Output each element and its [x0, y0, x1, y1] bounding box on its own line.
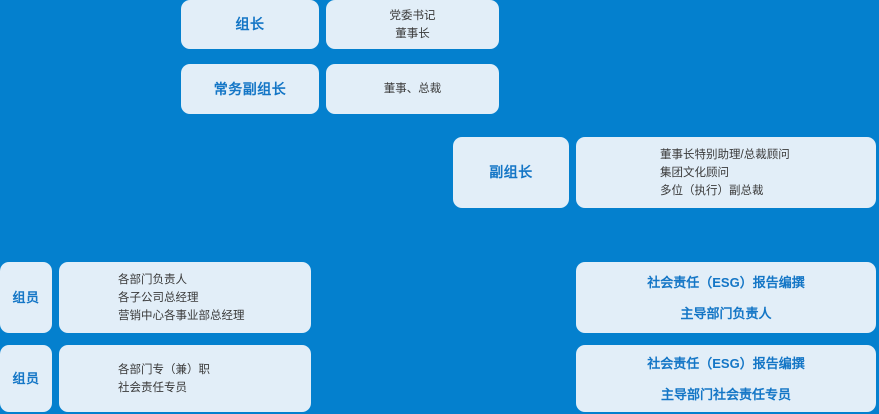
detail-line-list: 董事长特别助理/总裁顾问 集团文化顾问 多位（执行）副总裁 — [660, 146, 790, 200]
detail-card-executive-deputy-leader[interactable]: 董事、总裁 — [326, 64, 499, 114]
detail-line: 董事、总裁 — [383, 83, 442, 95]
detail-card-member-1[interactable]: 各部门负责人 各子公司总经理 营销中心各事业部总经理 — [59, 262, 311, 333]
detail-card-member-2[interactable]: 各部门专（兼）职 社会责任专员 — [59, 345, 311, 412]
role-label: 组员 — [12, 289, 40, 305]
detail-line-list: 董事、总裁 — [384, 80, 442, 98]
detail-line-list: 各部门负责人 各子公司总经理 营销中心各事业部总经理 — [118, 271, 245, 325]
detail-card-group-leader[interactable]: 党委书记 董事长 — [326, 0, 499, 49]
detail-line: 集团文化顾问 — [660, 166, 729, 179]
esg-line: 社会责任（ESG）报告编撰 — [647, 274, 805, 290]
detail-card-deputy-leader[interactable]: 董事长特别助理/总裁顾问 集团文化顾问 多位（执行）副总裁 — [576, 137, 876, 208]
detail-line: 各部门负责人 — [118, 273, 187, 286]
role-card-executive-deputy-leader[interactable]: 常务副组长 — [181, 64, 319, 114]
esg-card-lead-department-head[interactable]: 社会责任（ESG）报告编撰 主导部门负责人 — [576, 262, 876, 333]
esg-line: 主导部门社会责任专员 — [660, 386, 791, 402]
role-label: 组员 — [12, 370, 40, 386]
esg-card-lead-department-specialist[interactable]: 社会责任（ESG）报告编撰 主导部门社会责任专员 — [576, 345, 876, 412]
esg-line: 社会责任（ESG）报告编撰 — [647, 355, 805, 371]
detail-line: 社会责任专员 — [118, 381, 187, 394]
role-label: 副组长 — [489, 164, 533, 180]
esg-line-list: 社会责任（ESG）报告编撰 主导部门社会责任专员 — [647, 348, 804, 410]
detail-line: 各部门专（兼）职 — [118, 363, 210, 376]
detail-line: 董事长特别助理/总裁顾问 — [660, 148, 790, 161]
detail-line-list: 党委书记 董事长 — [390, 7, 436, 43]
role-card-deputy-leader[interactable]: 副组长 — [453, 137, 569, 208]
detail-line: 营销中心各事业部总经理 — [118, 309, 245, 322]
detail-line: 各子公司总经理 — [118, 291, 199, 304]
detail-line: 多位（执行）副总裁 — [660, 184, 764, 197]
role-label: 组长 — [235, 16, 265, 32]
role-card-group-leader[interactable]: 组长 — [181, 0, 319, 49]
role-card-member-2[interactable]: 组员 — [0, 345, 52, 412]
detail-line: 董事长 — [395, 27, 430, 40]
esg-line: 主导部门负责人 — [680, 305, 772, 321]
detail-line-list: 各部门专（兼）职 社会责任专员 — [118, 361, 210, 397]
role-card-member-1[interactable]: 组员 — [0, 262, 52, 333]
detail-line: 党委书记 — [389, 9, 436, 22]
esg-line-list: 社会责任（ESG）报告编撰 主导部门负责人 — [647, 267, 804, 329]
role-label: 常务副组长 — [213, 80, 287, 97]
